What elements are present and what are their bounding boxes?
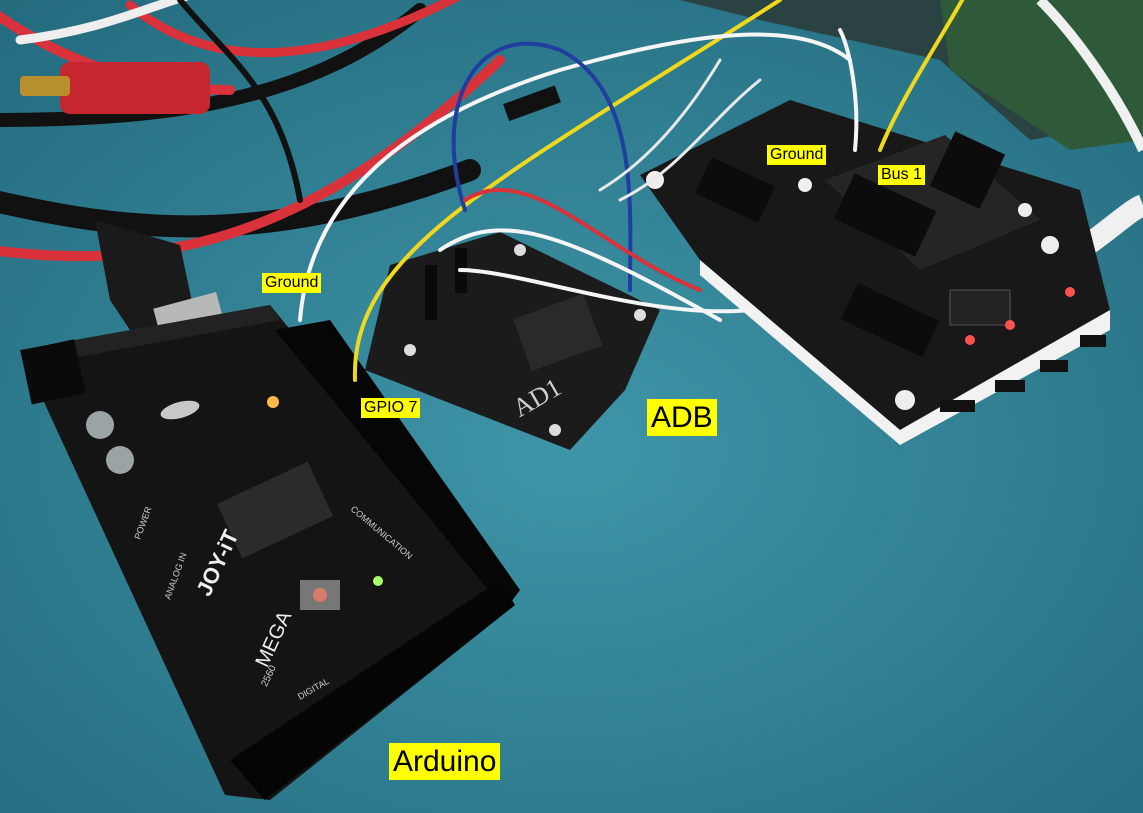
slide-switch: [949, 289, 1011, 326]
red-led: [1005, 320, 1015, 330]
red-banana-plug: [20, 62, 210, 114]
red-led: [965, 335, 975, 345]
arduino-mega-board: JOY-iT MEGA 2560 COMMUNICATION ANALOG IN…: [20, 305, 520, 800]
green-pcb-top-right: [940, 0, 1143, 150]
white-cable-top-right: [1036, 0, 1143, 153]
arduino-led-green: [373, 576, 383, 586]
arduino-led-orange: [267, 396, 279, 408]
adb-chip: [512, 293, 603, 371]
label-ground-left: Ground: [262, 273, 322, 293]
pin-header-strip: [503, 85, 561, 122]
label-gpio7: GPIO 7: [361, 398, 421, 418]
atmega-chip: [217, 461, 333, 559]
label-bus1: Bus 1: [878, 165, 925, 185]
label-ground-right: Ground: [767, 145, 827, 165]
jumper-wires: [298, 0, 965, 382]
red-led: [1065, 287, 1075, 297]
label-adb: ADB: [647, 399, 717, 436]
label-arduino: Arduino: [389, 743, 501, 780]
adb-board: AD1: [365, 232, 660, 450]
